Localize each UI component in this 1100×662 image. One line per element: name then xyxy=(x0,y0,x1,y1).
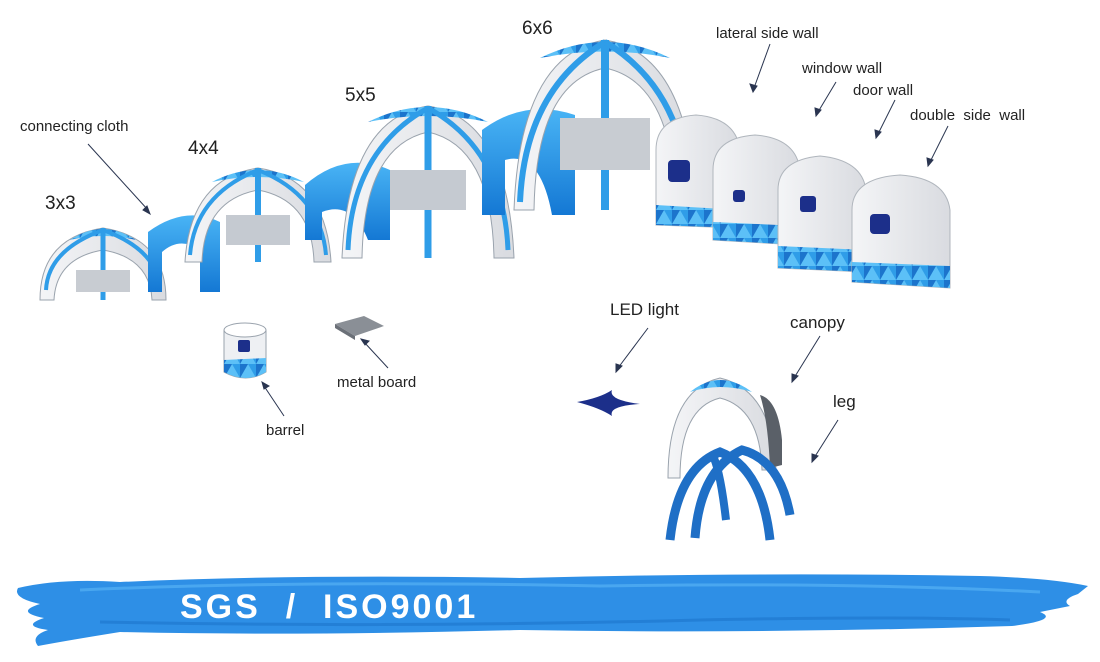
size-label-5x5: 5x5 xyxy=(345,85,376,106)
label-leg: leg xyxy=(833,392,856,411)
tent-6x6 xyxy=(513,39,697,211)
brush-banner xyxy=(16,574,1089,646)
label-lateral-side-wall: lateral side wall xyxy=(716,25,819,42)
label-double-side-wall: double side wall xyxy=(910,107,1026,124)
label-window-wall: window wall xyxy=(802,60,883,77)
size-label-6x6: 6x6 xyxy=(522,18,553,39)
label-connecting-cloth: connecting cloth xyxy=(20,118,129,135)
metal-board xyxy=(335,316,384,340)
tent-3x3 xyxy=(39,227,167,301)
led-light xyxy=(577,390,640,416)
label-led-light: LED light xyxy=(610,300,679,319)
size-label-3x3: 3x3 xyxy=(45,193,76,214)
label-metal-board: metal board xyxy=(337,374,417,391)
callout-arrows xyxy=(87,43,949,464)
label-barrel: barrel xyxy=(266,422,305,439)
leg-frame xyxy=(665,445,795,541)
wall-double-side xyxy=(851,174,951,289)
size-label-4x4: 4x4 xyxy=(188,138,219,159)
tent-detail xyxy=(665,377,795,541)
label-canopy: canopy xyxy=(790,313,845,332)
barrel xyxy=(223,322,267,379)
wall-door xyxy=(777,155,867,273)
certification-banner-text: SGS / ISO9001 xyxy=(180,588,479,626)
tent-5x5 xyxy=(341,105,515,259)
label-door-wall: door wall xyxy=(853,82,914,99)
